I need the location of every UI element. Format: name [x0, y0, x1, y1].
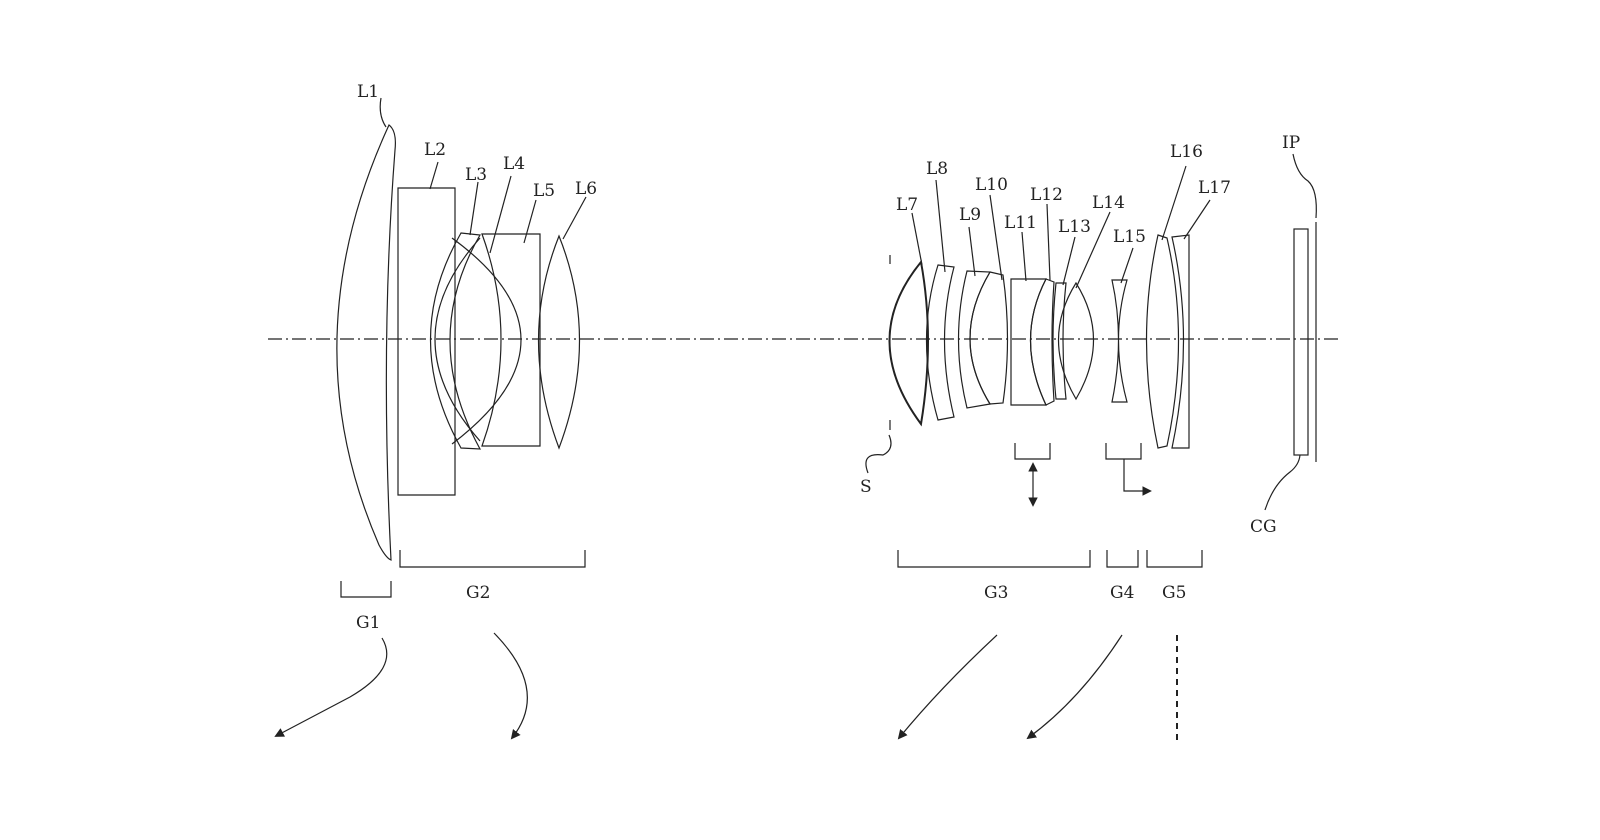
leader-l13 [1062, 236, 1076, 286]
trajectory-g2 [493, 632, 528, 740]
label-l7: L7 [896, 195, 918, 215]
label-ip: IP [1282, 133, 1300, 153]
leader-l16 [1161, 165, 1187, 241]
label-l14: L14 [1092, 193, 1125, 213]
label-g1: G1 [356, 613, 380, 633]
leader-l2 [429, 161, 439, 190]
label-s: S [860, 477, 872, 497]
lens-l2 [397, 187, 456, 496]
label-g4: G4 [1110, 583, 1134, 603]
leader-cg [1264, 454, 1301, 511]
lens-l13 [1052, 282, 1067, 400]
label-l3: L3 [465, 165, 487, 185]
leader-l6 [562, 196, 587, 240]
leader-l14 [1075, 211, 1111, 289]
lens-l14 [1057, 281, 1095, 401]
bracket-l11-l12 [1014, 443, 1051, 460]
trajectory-g4 [1026, 634, 1123, 740]
label-l16: L16 [1170, 142, 1203, 162]
label-l12: L12 [1030, 185, 1063, 205]
label-cg: CG [1250, 517, 1277, 537]
bracket-g4 [1106, 550, 1139, 568]
lens-l5 [481, 233, 541, 447]
leader-l10 [989, 194, 1003, 281]
cover-glass [1293, 228, 1309, 456]
label-l8: L8 [926, 159, 948, 179]
leader-l8 [935, 179, 946, 273]
label-l10: L10 [975, 175, 1008, 195]
label-l5: L5 [533, 181, 555, 201]
leader-l4 [489, 175, 512, 254]
leader-l12 [1046, 203, 1051, 281]
bracket-g1 [340, 581, 392, 598]
label-l17: L17 [1198, 178, 1231, 198]
arrow-l15-right [1123, 459, 1152, 496]
label-l13: L13 [1058, 217, 1091, 237]
leader-l11 [1021, 231, 1027, 282]
label-g3: G3 [984, 583, 1008, 603]
leader-l3 [469, 181, 479, 236]
lens-l17 [1171, 234, 1190, 449]
leader-l7 [911, 212, 923, 266]
bracket-l15 [1105, 443, 1142, 460]
leader-l15 [1120, 247, 1134, 284]
lens-l4-shell [451, 237, 522, 445]
lens-l10 [969, 271, 1009, 405]
leader-l5 [523, 199, 537, 244]
leader-l17 [1183, 199, 1211, 240]
lens-l8 [925, 264, 955, 421]
label-l2: L2 [424, 140, 446, 160]
leader-ip [1292, 153, 1317, 219]
lens-l4 [434, 237, 481, 442]
label-l4: L4 [503, 154, 525, 174]
label-g2: G2 [466, 583, 490, 603]
label-l11: L11 [1004, 213, 1037, 233]
leader-s [865, 434, 892, 474]
lens-l12 [1029, 278, 1055, 406]
lens-l6 [537, 234, 581, 450]
label-l6: L6 [575, 179, 597, 199]
label-l9: L9 [959, 205, 981, 225]
trajectory-g1 [274, 637, 388, 737]
label-g5: G5 [1162, 583, 1186, 603]
lens-l15 [1111, 279, 1128, 403]
lens-l1 [336, 124, 396, 561]
trajectory-g3 [897, 634, 998, 740]
bracket-g5 [1146, 550, 1203, 568]
lens-l3 [429, 232, 482, 450]
leader-l9 [968, 226, 976, 277]
lens-l11 [1010, 278, 1047, 406]
label-l15: L15 [1113, 227, 1146, 247]
lens-l7 [888, 259, 929, 427]
lens-l16 [1145, 234, 1180, 449]
leader-l1 [379, 97, 387, 128]
bracket-g3 [897, 550, 1091, 568]
label-l1: L1 [357, 82, 379, 102]
bracket-g2 [399, 550, 586, 568]
